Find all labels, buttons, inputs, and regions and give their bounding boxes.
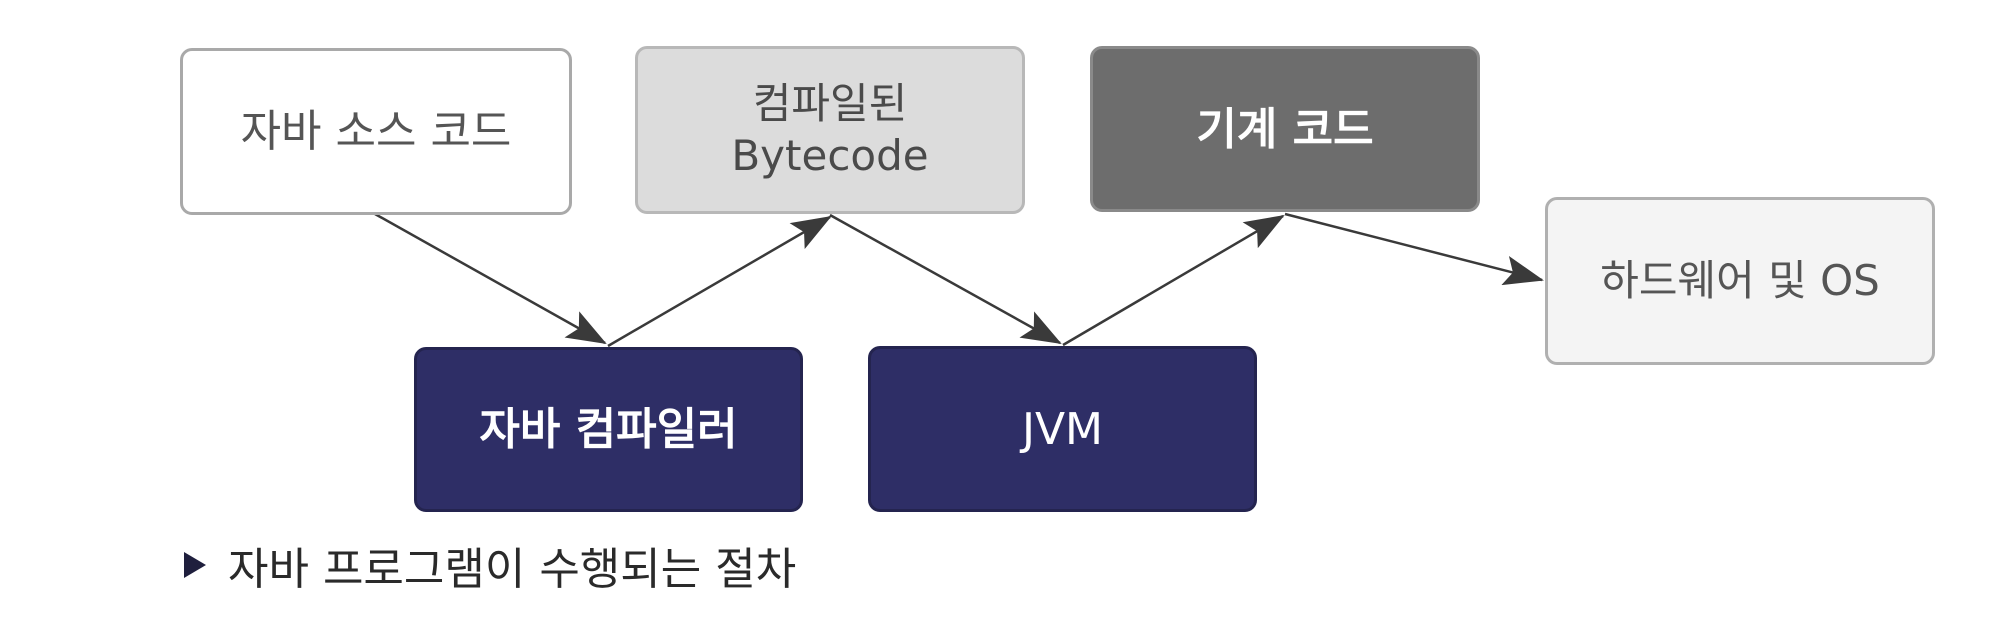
jvm-node: JVM	[868, 346, 1257, 512]
arrow-machine-to-hardware	[1284, 212, 1544, 286]
machine-code-node: 기계 코드	[1090, 46, 1480, 212]
compiled-bytecode-label-line2: Bytecode	[731, 131, 929, 180]
hardware-and-os-label: 하드웨어 및 OS	[1600, 255, 1880, 305]
caption-text: 자바 프로그램이 수행되는 절차	[228, 544, 797, 595]
compiled-bytecode-node: 컴파일된 Bytecode	[635, 46, 1025, 214]
compiled-bytecode-label-line1: 컴파일된	[752, 78, 908, 128]
arrow-compiler-to-bytecode	[607, 215, 832, 348]
java-source-code-node: 자바 소스 코드	[180, 48, 572, 215]
arrow-jvm-to-machine	[1062, 214, 1285, 347]
java-compiler-label: 자바 컴파일러	[479, 404, 738, 455]
machine-code-label: 기계 코드	[1196, 103, 1374, 155]
java-source-code-label: 자바 소스 코드	[240, 106, 512, 157]
arrow-source-to-compiler	[374, 212, 607, 345]
arrow-bytecode-to-jvm	[829, 213, 1062, 345]
java-compiler-node: 자바 컴파일러	[414, 347, 803, 512]
hardware-and-os-node: 하드웨어 및 OS	[1545, 197, 1935, 365]
jvm-label: JVM	[1021, 403, 1104, 455]
caption-triangle-icon	[184, 552, 206, 578]
figure-caption: 자바 프로그램이 수행되는 절차	[184, 535, 796, 595]
